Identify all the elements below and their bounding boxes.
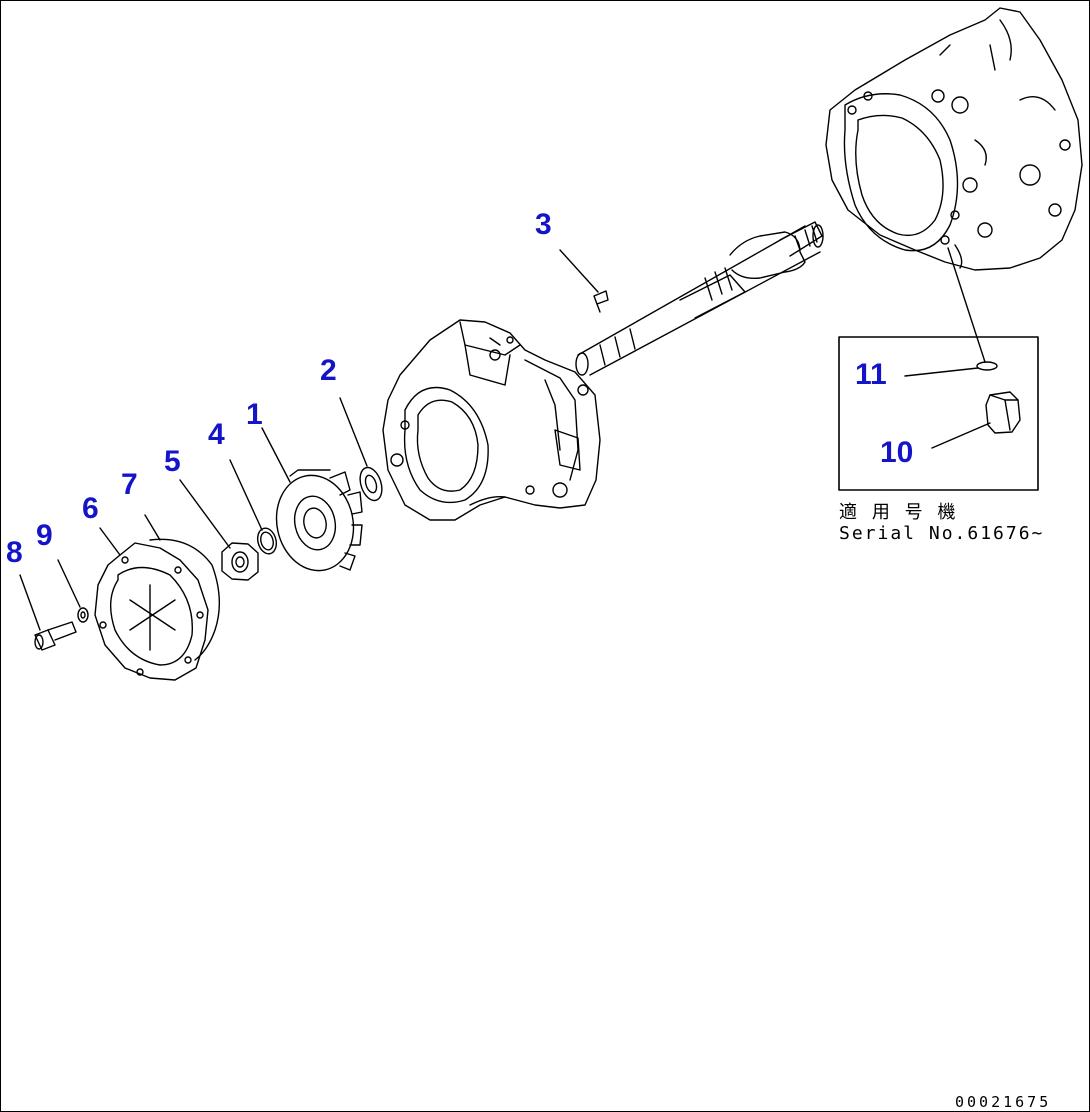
callout-9: 9: [36, 519, 53, 552]
callout-7: 7: [121, 468, 138, 501]
callout-3: 3: [535, 208, 552, 241]
applicability-serial: Serial No.61676~: [839, 523, 1045, 544]
callout-1: 1: [246, 398, 263, 431]
callout-8: 8: [6, 536, 23, 569]
part-4-ring-drawing: [229, 459, 278, 555]
part-7-o-ring-drawing: [144, 514, 221, 661]
part-9-washer-drawing: [57, 559, 89, 623]
applicability-japanese: 適 用 号 機: [839, 502, 958, 523]
output-shaft-drawing: [575, 221, 824, 376]
callout-10: 10: [880, 436, 914, 469]
part-6-cover-drawing: [94, 527, 209, 681]
callout-4: 4: [208, 418, 225, 451]
leader-11-top: [947, 247, 986, 363]
housing-drawing: [382, 319, 601, 521]
callout-2: 2: [320, 354, 337, 387]
part-1-bearing-drawing: [261, 427, 363, 572]
part-2-washer-drawing: [339, 397, 383, 502]
serial-inset-box: [838, 336, 1039, 491]
part-11-seal-drawing: [904, 361, 998, 377]
drawing-number: 00021675: [955, 1093, 1052, 1111]
transmission-case-drawing: [825, 7, 1083, 271]
part-10-plug-drawing: [931, 391, 1021, 449]
part-8-bolt-drawing: [19, 574, 77, 651]
callout-6: 6: [82, 492, 99, 525]
callout-5: 5: [164, 445, 181, 478]
part-5-nut-drawing: [179, 479, 259, 581]
callout-11: 11: [855, 358, 887, 391]
part-3-pin-drawing: [559, 249, 609, 313]
